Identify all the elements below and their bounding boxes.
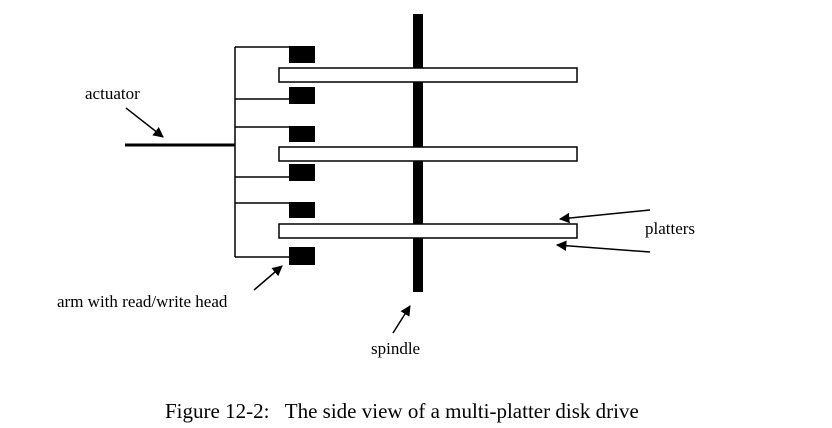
spindle-arrow — [392, 305, 411, 334]
platter-top — [278, 67, 578, 83]
read-write-head — [289, 247, 315, 265]
platters-group — [278, 67, 578, 239]
platter-bottom — [278, 223, 578, 239]
platters-arrow-lower — [555, 240, 651, 253]
read-write-head — [289, 87, 315, 104]
actuator-label: actuator — [85, 84, 140, 103]
arm-arrow — [253, 265, 283, 291]
platter-middle — [278, 146, 578, 162]
heads-group — [289, 46, 315, 265]
read-write-head — [289, 46, 315, 63]
figure-caption: Figure 12-2: The side view of a multi-pl… — [165, 399, 639, 423]
read-write-head — [289, 164, 315, 181]
platters-arrow-upper — [558, 209, 651, 224]
arm-label: arm with read/write head — [57, 292, 228, 311]
spindle-label: spindle — [371, 339, 420, 358]
platters-label: platters — [645, 219, 695, 238]
read-write-head — [289, 202, 315, 218]
pointer-arrows — [125, 107, 651, 334]
read-write-head — [289, 126, 315, 142]
actuator-assembly — [125, 46, 289, 258]
actuator-arrow — [125, 107, 164, 138]
